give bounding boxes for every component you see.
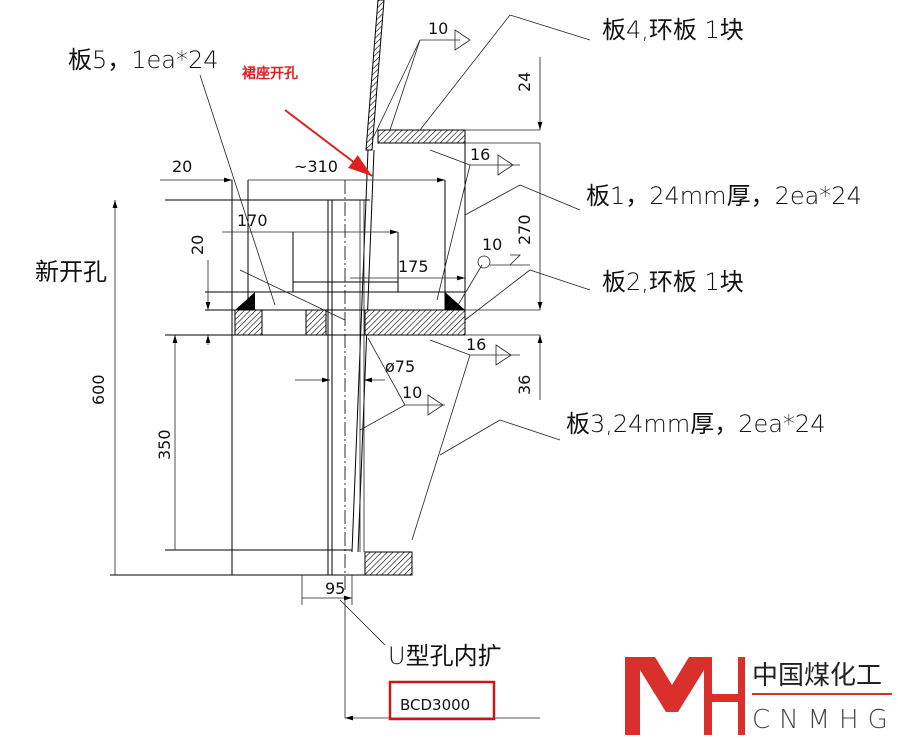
dim-24: 24 [515, 72, 534, 92]
plate-5-mid [305, 309, 327, 336]
dim-170: 170 [237, 211, 268, 230]
plate-4-ring [377, 129, 466, 144]
logo-en: CNMHG [752, 705, 897, 735]
cnmhg-logo: 中国煤化工 CNMHG [625, 657, 897, 735]
label-plate1: 板1，24mm厚，2ea*24 [586, 182, 862, 210]
plate-5-left [234, 309, 263, 336]
label-bcd: BCD3000 [400, 696, 470, 714]
bcd-box [388, 680, 496, 721]
dim-36: 36 [515, 375, 534, 395]
outline-lines [110, 129, 540, 590]
dim-310: ~310 [294, 157, 338, 176]
label-plate2: 板2,环板 1块 [602, 268, 744, 296]
dim-175: 175 [398, 257, 429, 276]
dim-95: 95 [325, 579, 345, 598]
weld-10-lower: 10 [402, 383, 422, 402]
dim-270: 270 [515, 214, 534, 245]
label-skirt-opening: 裙座开孔 [242, 65, 298, 82]
label-u-hole: U型孔内扩 [388, 642, 502, 670]
leader-lines [199, 14, 591, 646]
label-plate3: 板3,24mm厚，2ea*24 [566, 410, 825, 438]
plate-2-ring [364, 309, 466, 336]
plate-3-bottom [364, 551, 413, 576]
weld-10-top: 10 [428, 19, 448, 38]
skirt-opening-arrow [284, 109, 373, 177]
label-new-opening: 新开孔 [35, 258, 107, 286]
dim-20-top: 20 [172, 157, 192, 176]
weld-fillet-right [445, 292, 465, 310]
label-plate5: 板5，1ea*24 [68, 46, 219, 74]
dim-600: 600 [89, 374, 108, 405]
dim-75: ø75 [385, 357, 415, 376]
label-plate4: 板4,环板 1块 [602, 16, 744, 44]
weld-16-lower: 16 [466, 335, 486, 354]
skirt-shell [351, 0, 385, 553]
dimension-lines [112, 57, 543, 721]
weld-16-upper: 16 [470, 145, 490, 164]
logo-cn: 中国煤化工 [752, 661, 882, 691]
weld-fillet-left [235, 292, 255, 310]
dim-20-left: 20 [188, 235, 207, 255]
dim-350: 350 [155, 429, 174, 460]
weld-10-ring: 10 [482, 235, 502, 254]
weld-symbols [427, 29, 521, 416]
